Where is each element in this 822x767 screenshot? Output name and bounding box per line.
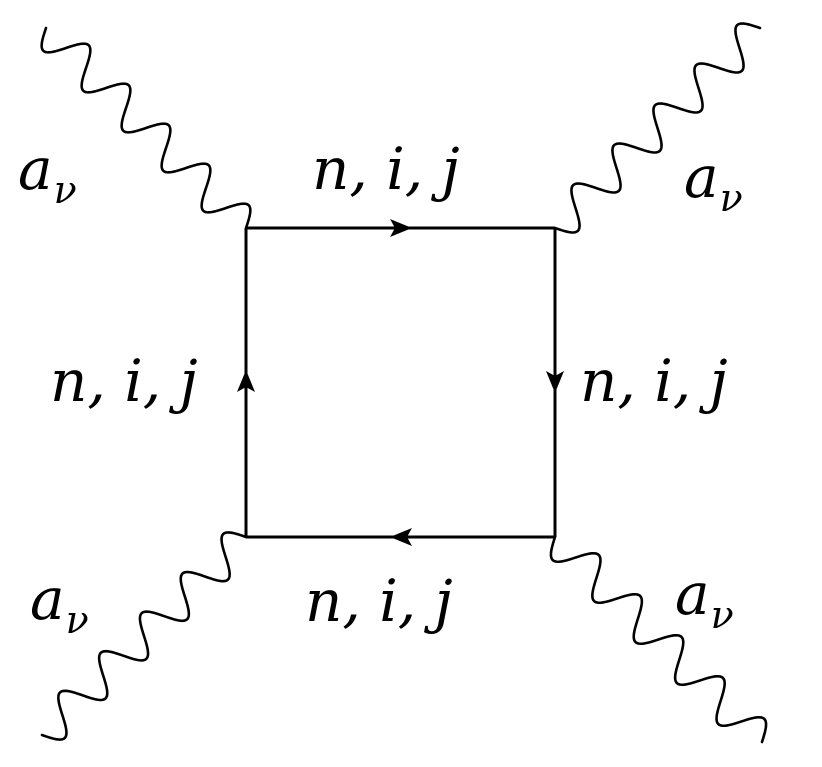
external-label-subscript: ν (65, 598, 89, 642)
arrow-right-down-pointing (546, 371, 564, 393)
wavy-line-bottom-right (549, 535, 768, 744)
wavy-line-top-right (553, 22, 762, 234)
external-label-top-right: aν (684, 148, 743, 217)
arrow-left-up-pointing (237, 370, 255, 392)
external-label-base: a (18, 135, 53, 203)
external-label-subscript: ν (710, 593, 734, 637)
external-label-bottom-left: aν (30, 570, 89, 639)
edge-label-left: n, i, j (50, 347, 198, 415)
arrow-bottom-left-pointing (390, 528, 412, 546)
external-label-base: a (675, 560, 710, 628)
wavy-line-bottom-left (40, 531, 248, 741)
external-label-bottom-right: aν (675, 565, 734, 634)
wavy-line-top-left (40, 26, 252, 230)
arrow-top-right-pointing (390, 219, 412, 237)
external-label-base: a (684, 143, 719, 211)
edge-label-top: n, i, j (312, 135, 460, 203)
external-label-subscript: ν (719, 176, 743, 220)
external-label-top-left: aν (18, 140, 77, 209)
edge-label-right: n, i, j (580, 347, 728, 415)
external-label-base: a (30, 565, 65, 633)
external-label-subscript: ν (53, 168, 77, 212)
edge-label-bottom: n, i, j (305, 567, 453, 635)
